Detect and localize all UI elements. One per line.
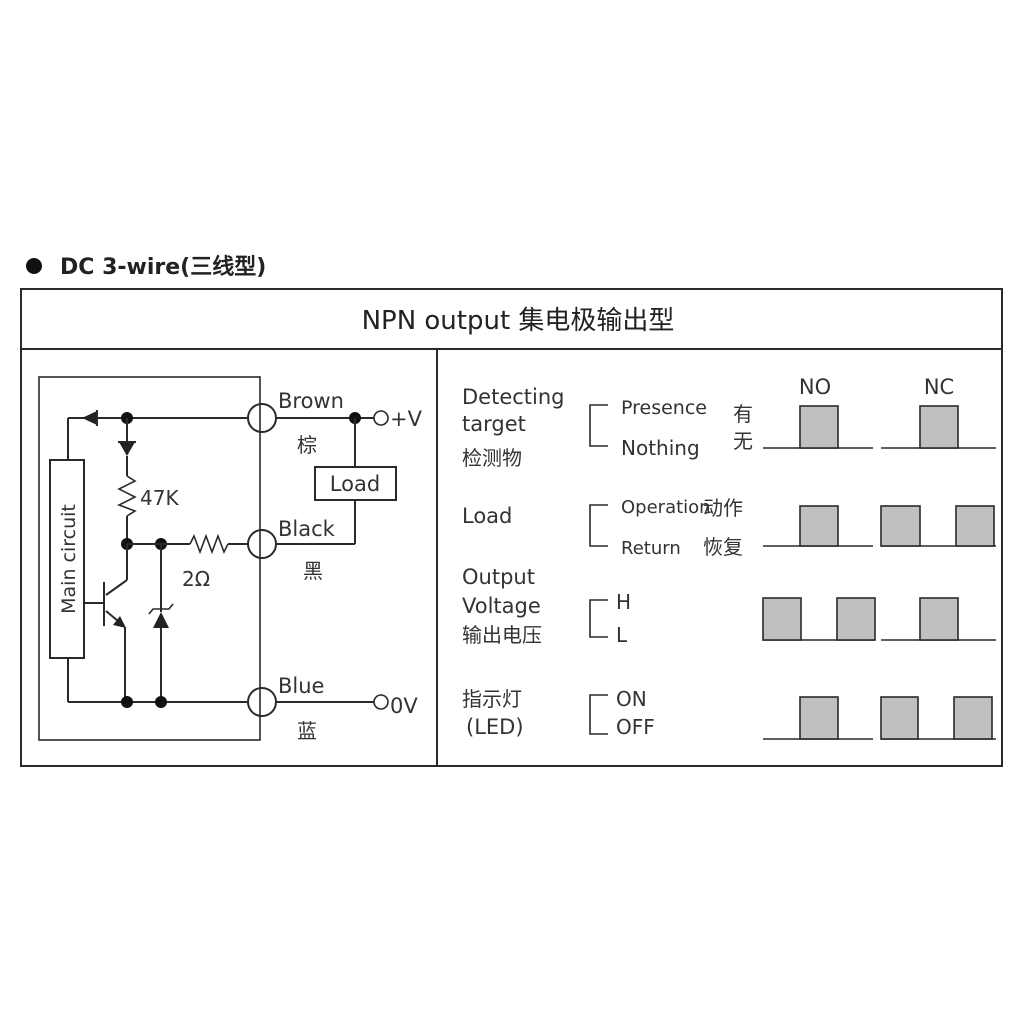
panel-frame (20, 288, 1003, 767)
blue-cn-label: 蓝 (297, 719, 317, 743)
resistor-2ohm (189, 533, 229, 555)
row1-nc-pulse (919, 405, 959, 449)
brown-label: Brown (278, 389, 344, 413)
row3-bracket (589, 599, 608, 638)
row3-label-line1: Output (462, 565, 535, 589)
col-no-label: NO (799, 375, 831, 399)
row2-nc-pulse-1 (880, 505, 921, 547)
row1-state-top-cn: 有 (733, 402, 753, 426)
row3-label-line2: Voltage (462, 594, 541, 618)
row1-state-top: Presence (621, 397, 707, 419)
zener-diode-icon (153, 612, 169, 628)
row1-state-bottom: Nothing (621, 436, 700, 460)
row1-label-line2: target (462, 412, 526, 436)
row2-state-top: Operation (621, 497, 711, 518)
row2-nc-pulse-2 (955, 505, 995, 547)
row2-label: Load (462, 504, 512, 528)
plus-v-terminal (373, 410, 389, 426)
row4-no-pulse (799, 696, 839, 740)
row2-state-top-cn: 动作 (703, 496, 743, 520)
row3-state-top: H (616, 590, 631, 614)
row3-state-bottom: L (616, 623, 628, 647)
row4-label-line2: (LED) (466, 715, 524, 739)
blue-label: Blue (278, 674, 324, 698)
zero-v-label: 0V (390, 694, 418, 718)
black-cn-label: 黑 (303, 559, 323, 583)
brown-cn-label: 棕 (297, 433, 317, 457)
row1-state-bottom-cn: 无 (733, 429, 753, 453)
load-label: Load (330, 472, 380, 496)
col-nc-label: NC (924, 375, 954, 399)
row4-bracket (589, 694, 608, 735)
zero-v-terminal (373, 694, 389, 710)
row1-label-line1: Detecting (462, 385, 565, 409)
row3-no-pulse-1 (762, 597, 802, 641)
main-circuit-label: Main circuit (58, 504, 80, 614)
black-terminal (247, 529, 277, 559)
row2-no-pulse (799, 505, 839, 547)
row3-no-pulse-2 (836, 597, 876, 641)
row3-label-line3: 输出电压 (462, 623, 542, 647)
blue-terminal (247, 687, 277, 717)
resistor-47k (117, 475, 137, 517)
row4-nc-pulse-1 (880, 696, 919, 740)
brown-terminal (247, 403, 277, 433)
diode-icon (119, 442, 135, 456)
row4-label-line1: 指示灯 (462, 687, 522, 711)
row2-state-bottom-cn: 恢复 (703, 535, 743, 559)
row1-bracket (589, 404, 608, 447)
row1-label-line3: 检测物 (462, 446, 522, 470)
rail-diode-arrow-icon (82, 411, 97, 425)
plus-v-label: +V (390, 407, 423, 431)
bullet-icon (26, 258, 42, 274)
row2-bracket (589, 504, 608, 547)
black-label: Black (278, 517, 336, 541)
row1-no-pulse (799, 405, 839, 449)
npn-circuit: Main circuit 47K 2Ω (38, 376, 423, 743)
resistor-47k-label: 47K (140, 486, 179, 510)
panel-title: NPN output 集电极输出型 (362, 306, 675, 336)
timing-chart: NO NC Detecting target 检测物 Presence 有 No… (462, 375, 996, 740)
section-heading: DC 3-wire(三线型) (60, 254, 266, 280)
row4-nc-pulse-2 (953, 696, 993, 740)
emitter-arrow-icon (113, 616, 126, 628)
row4-state-top: ON (616, 687, 647, 711)
resistor-2ohm-label: 2Ω (182, 567, 210, 591)
row3-nc-pulse (919, 597, 959, 641)
row4-state-bottom: OFF (616, 715, 655, 739)
row2-state-bottom: Return (621, 538, 681, 559)
